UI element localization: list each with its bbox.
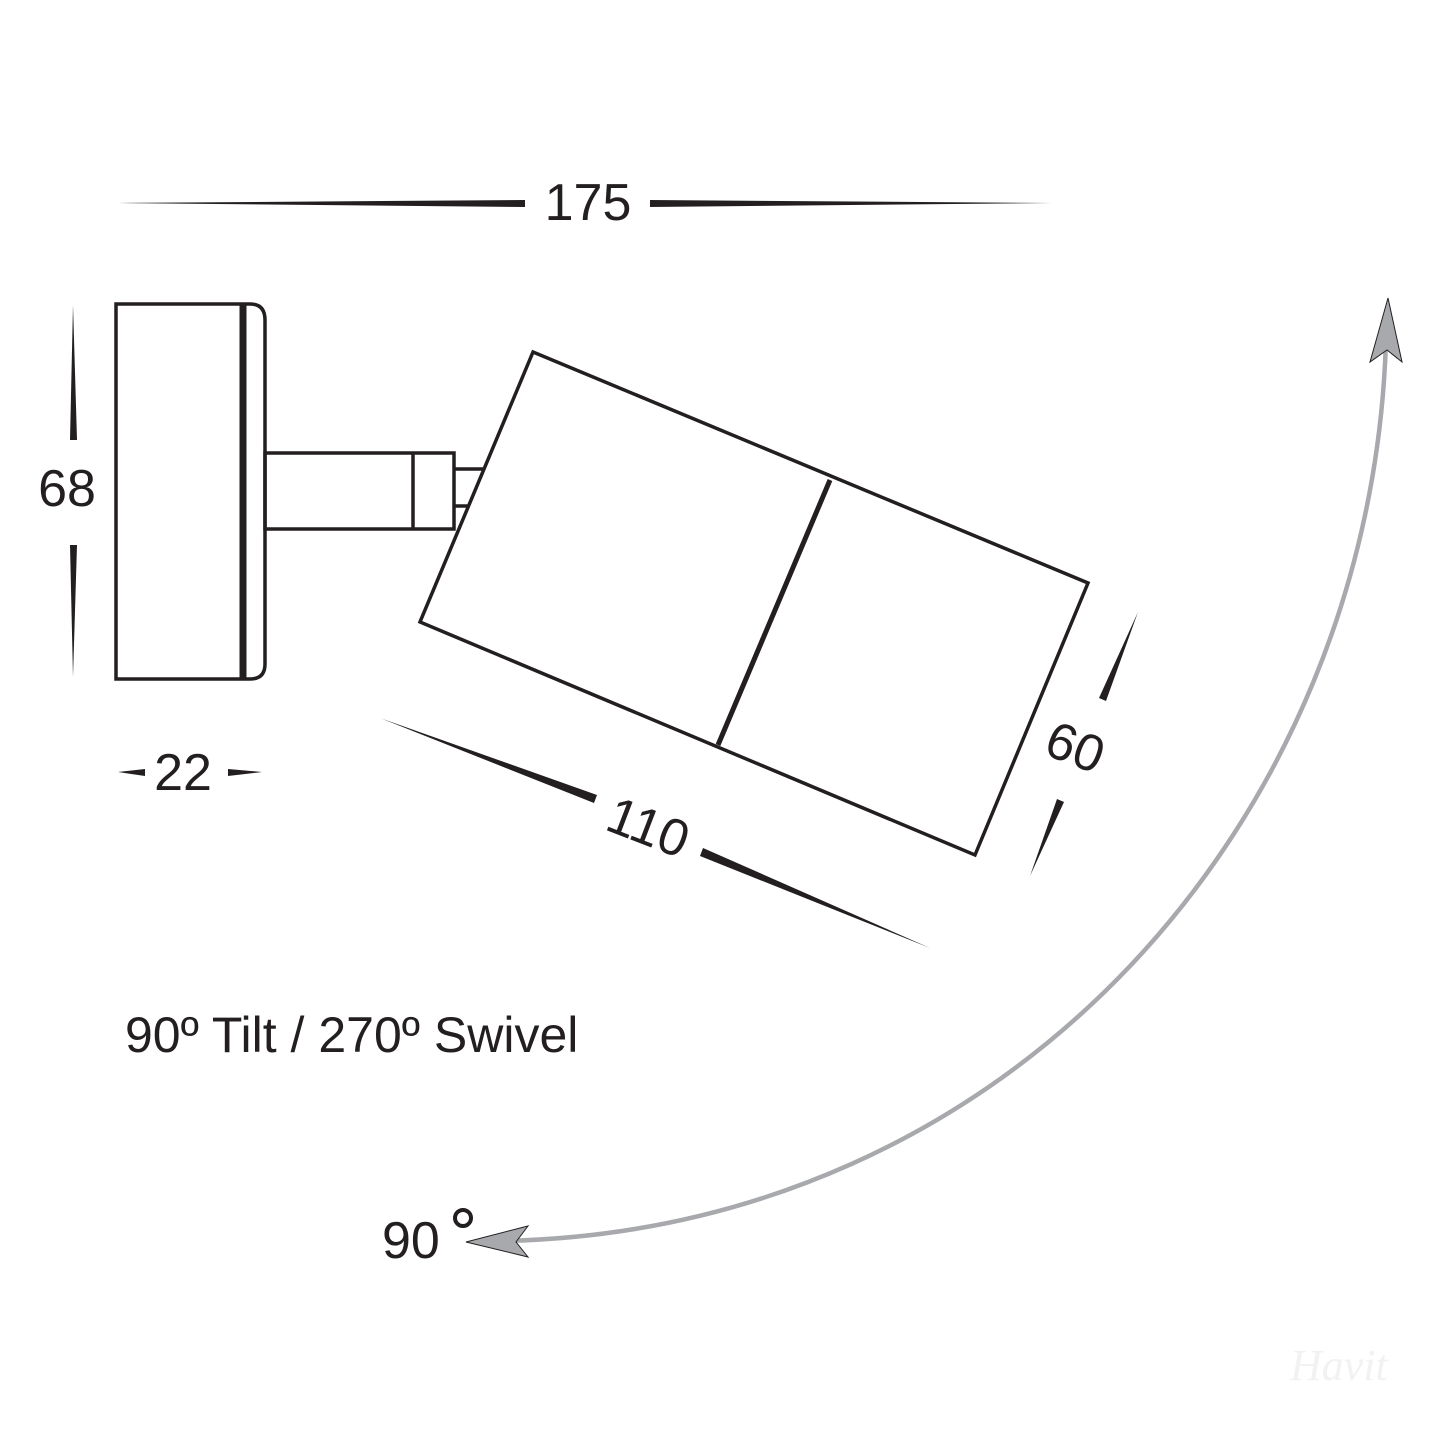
dim-label-68: 68 [38,460,96,518]
dim-22: 22 [118,744,262,802]
dim-line-top [70,305,77,440]
tilt-angle-label: 90 [382,1212,440,1270]
dim-label-110: 110 [599,786,697,870]
degree-symbol [453,1208,473,1228]
dim-line-left [118,200,525,207]
tilt-swivel-note: 90º Tilt / 270º Swivel [125,1007,578,1063]
dim-line-right [228,769,262,776]
backplate [114,302,267,681]
lamp-body [417,349,1091,858]
dim-line-left [380,718,597,803]
tilt-arc [465,297,1403,1258]
watermark-logo: Havit [1289,1341,1390,1390]
dim-line-left [118,769,145,776]
dim-68: 68 [38,305,96,677]
dim-60: 60 [1030,612,1138,876]
dim-label-22: 22 [154,744,212,802]
dim-label-60: 60 [1038,711,1113,786]
dim-175: 175 [118,174,1052,232]
dim-label-175: 175 [545,174,632,232]
dim-line-top [1099,612,1138,701]
dim-line-bottom [1030,799,1064,876]
dim-line-right [650,200,1052,207]
dim-110: 110 [380,718,930,948]
arrow-up-icon [1369,297,1403,364]
dim-line-right [700,848,930,948]
arrow-left-icon [465,1225,530,1258]
dim-line-bottom [70,545,77,677]
mounting-arm [263,451,483,531]
